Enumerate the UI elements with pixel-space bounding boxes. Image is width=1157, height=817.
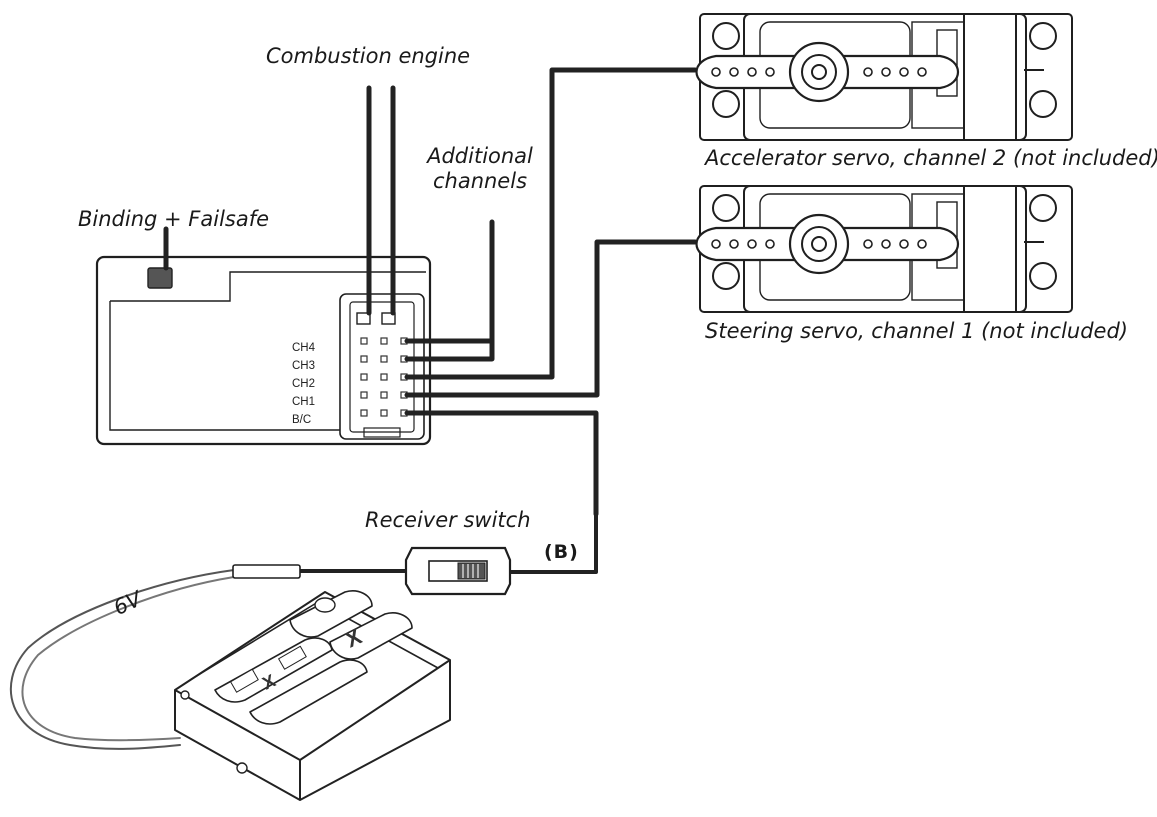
pin-block xyxy=(339,293,425,440)
pin-label-ch1: CH1 xyxy=(292,396,316,408)
switch-slider xyxy=(457,562,486,580)
battery-box: X X xyxy=(174,590,451,801)
receiver-case xyxy=(95,255,432,446)
receiver xyxy=(95,255,432,446)
bind-button xyxy=(147,267,173,289)
steering-wire xyxy=(404,239,698,398)
receiver-label-panel xyxy=(109,301,340,431)
combustion-engine-label: Combustion engine xyxy=(266,44,471,68)
pin-grid xyxy=(360,337,408,417)
accelerator-wire xyxy=(404,67,698,380)
additional-channels-line2: channels xyxy=(432,169,528,194)
receiver-switch xyxy=(232,546,512,596)
additional-channels-label: Additional channels xyxy=(410,144,550,194)
battery-cell-4 xyxy=(329,612,413,660)
additional-channels-line1: Additional xyxy=(427,144,533,168)
pin-label-ch4: CH4 xyxy=(292,342,316,354)
battery-cell-3 xyxy=(289,590,373,638)
battery-wire-black xyxy=(10,569,235,750)
battery-cell-2 xyxy=(249,659,368,725)
switch-wire xyxy=(404,410,599,517)
binding-failsafe-label: Binding + Failsafe xyxy=(78,207,270,231)
pin-label-ch3: CH3 xyxy=(292,360,316,372)
accelerator-servo xyxy=(695,13,1073,141)
steering-servo-label: Steering servo, channel 1 (not included) xyxy=(705,319,1128,343)
battery-plug xyxy=(232,564,301,579)
pin-label-bc: B/C xyxy=(292,414,312,426)
steering-servo xyxy=(695,185,1073,313)
battery-wire-red xyxy=(21,576,235,742)
pin-label-ch2: CH2 xyxy=(292,378,316,390)
switch-port-label: (B) xyxy=(544,541,579,563)
accelerator-servo-label: Accelerator servo, channel 2 (not includ… xyxy=(705,146,1157,170)
receiver-switch-label: Receiver switch xyxy=(365,508,531,532)
wires xyxy=(10,67,698,750)
